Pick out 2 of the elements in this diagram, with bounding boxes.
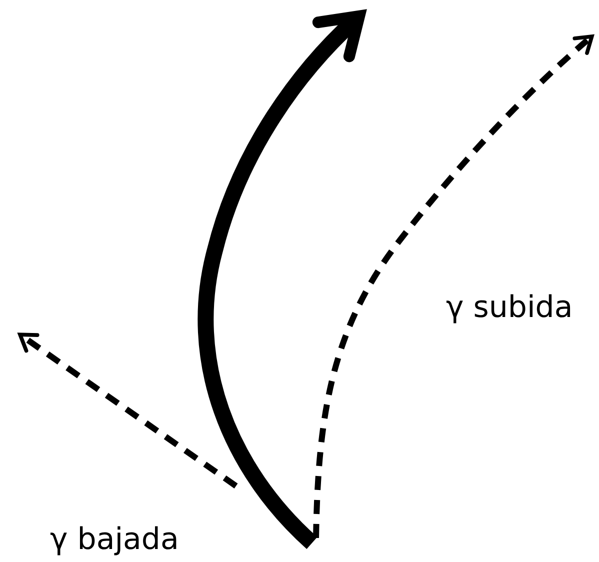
angle-label: γ subida	[446, 290, 573, 326]
angle-label: γ bajada	[50, 522, 179, 558]
